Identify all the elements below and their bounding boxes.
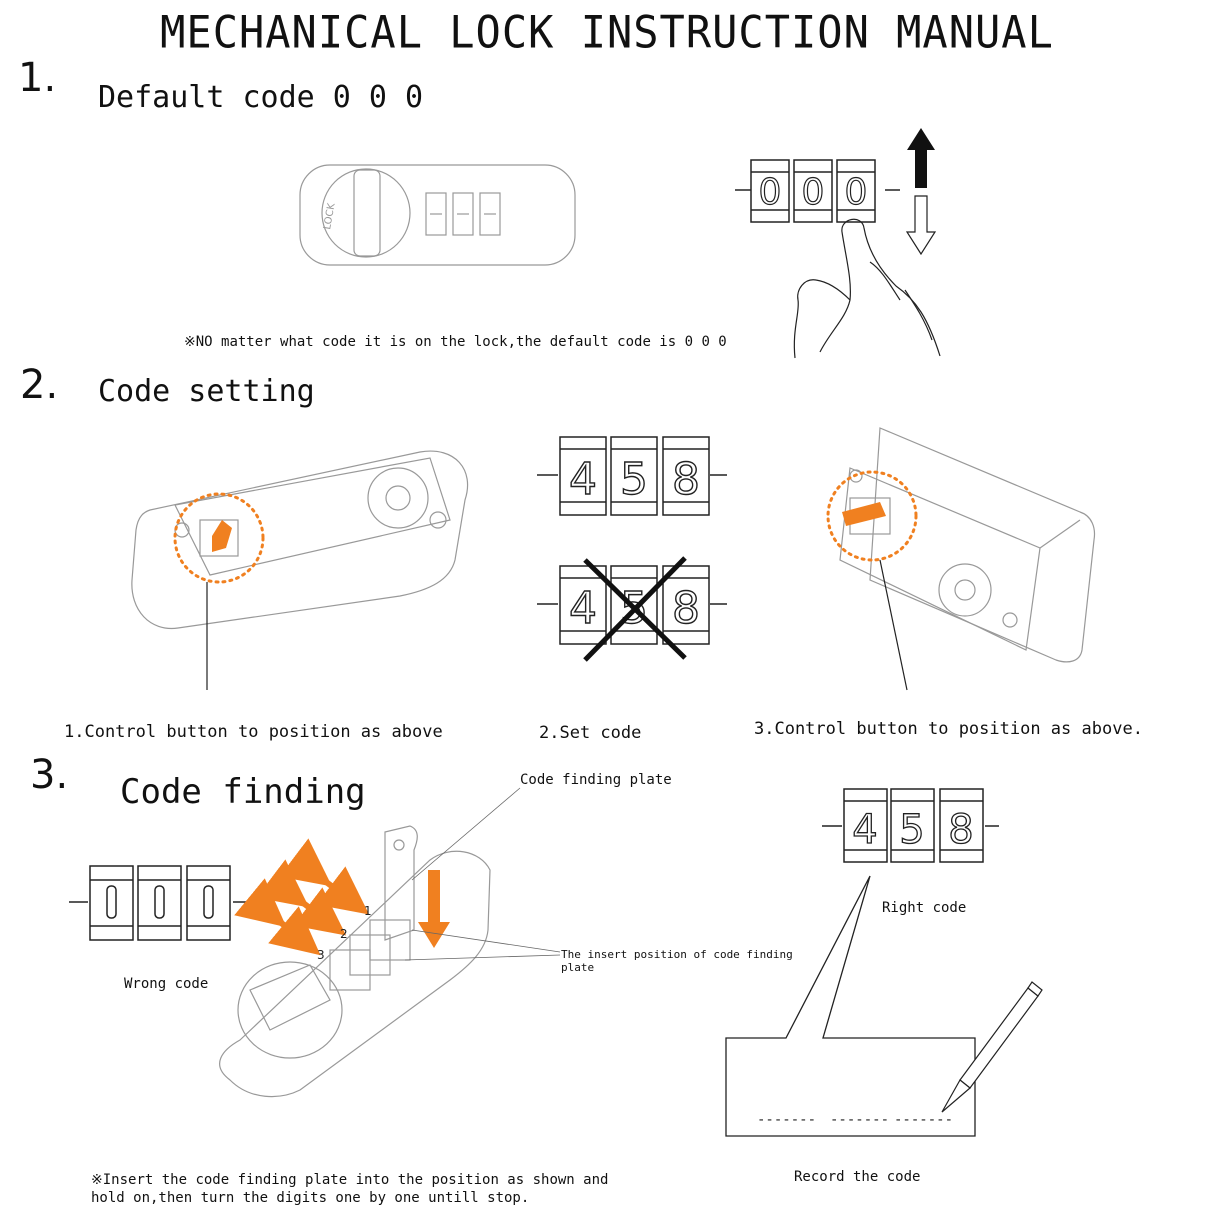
right-dial-2: 5: [899, 807, 924, 853]
step-1-caption: 1.Control button to position as above: [64, 722, 443, 742]
blank-1: -------: [757, 1112, 816, 1128]
lock-side-illustration: [839, 427, 1096, 663]
step-2-caption: 2.Set code: [539, 723, 642, 743]
section-2-heading: Code setting: [98, 374, 315, 409]
blank-2: -------: [830, 1112, 889, 1128]
control-button-1: [212, 520, 232, 552]
dials-458-correct: [537, 436, 727, 516]
correct-dial-3: 8: [672, 454, 700, 505]
section-3-note-1: ※Insert the code finding plate into the …: [91, 1172, 609, 1188]
orange-down-arrow-icon: [418, 870, 450, 948]
dial-1-digit: 0: [759, 172, 782, 213]
dials-458-crossed: [537, 565, 727, 645]
section-2-number: 2.: [20, 362, 59, 408]
hand-icon: [793, 218, 941, 359]
record-code-label: Record the code: [794, 1169, 921, 1185]
crossed-dial-1: 4: [569, 583, 597, 634]
insert-label-2: plate: [561, 961, 595, 974]
plate-label: Code finding plate: [520, 772, 672, 788]
right-dial-3: 8: [948, 807, 973, 853]
highlight-circle-1: [173, 492, 265, 584]
label-leader-lines: [404, 787, 561, 961]
wrong-code-label: Wrong code: [124, 976, 209, 992]
blank-3: -------: [894, 1112, 953, 1128]
section-1-number: 1.: [18, 55, 57, 101]
dials-right-code: [822, 788, 999, 863]
lock-front-label: LOCK: [322, 202, 338, 231]
record-box: [725, 875, 976, 1137]
arrow-num-3: 3: [317, 948, 325, 962]
right-code-label: Right code: [882, 900, 967, 916]
section-3-heading: Code finding: [120, 772, 366, 812]
lock-front-illustration: [299, 164, 576, 266]
manual-title: MECHANICAL LOCK INSTRUCTION MANUAL: [160, 6, 1054, 59]
arrow-num-2: 2: [340, 927, 348, 941]
step-3-caption: 3.Control button to position as above.: [754, 719, 1143, 739]
arrow-num-1: 1: [364, 904, 372, 918]
section-1-note: ※NO matter what code it is on the lock,t…: [184, 334, 727, 350]
right-dial-1: 4: [852, 807, 877, 853]
control-button-3: [842, 502, 886, 526]
correct-dial-1: 4: [569, 454, 597, 505]
highlight-circle-3: [826, 470, 918, 562]
arrow-up-icon: [907, 128, 935, 188]
leader-line-3: [879, 559, 908, 691]
lock-back-illustration: [131, 450, 469, 630]
correct-dial-2: 5: [620, 454, 648, 505]
insert-label-1: The insert position of code finding: [561, 948, 793, 961]
dials-wrong-code: [69, 865, 246, 941]
lock-with-plate-illustration: [219, 825, 491, 1098]
crossed-dial-3: 8: [672, 583, 700, 634]
cross-icon: [583, 556, 687, 662]
dial-2-digit: 0: [802, 172, 825, 213]
dial-3-digit: 0: [845, 172, 868, 213]
section-3-number: 3.: [30, 752, 69, 798]
section-1-heading: Default code 0 0 0: [98, 80, 424, 115]
dials-000: [735, 159, 900, 223]
pencil-icon: [941, 981, 1043, 1113]
arrow-down-icon: [905, 195, 937, 256]
orange-double-arrows: [234, 838, 370, 956]
section-3-note-2: hold on,then turn the digits one by one …: [91, 1190, 530, 1206]
